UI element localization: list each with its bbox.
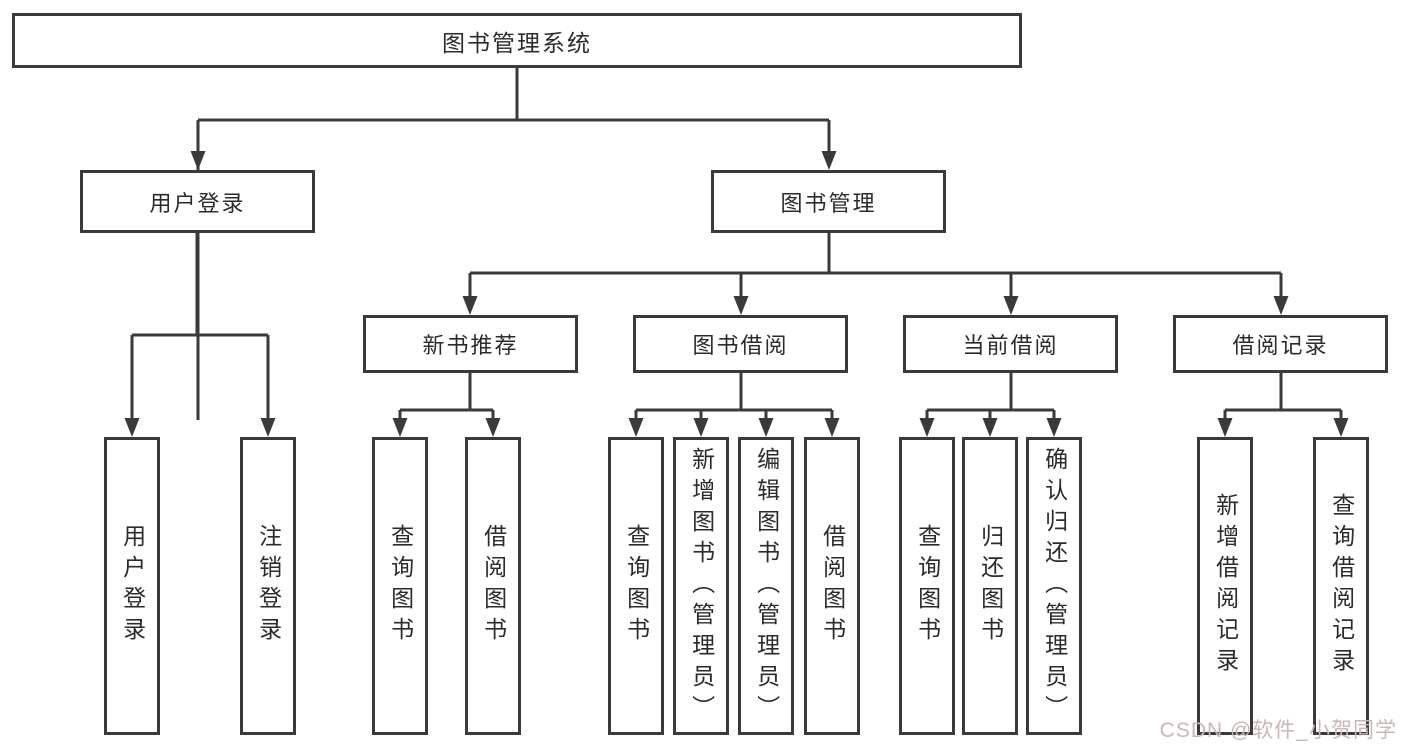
node-user-login: 用户登录 [80, 170, 315, 233]
leaf-logout: 注销登录 [240, 437, 296, 735]
node-new-book-recommendation: 新书推荐 [363, 315, 578, 373]
node-label: 注销登录 [255, 524, 282, 648]
node-book-borrowing: 图书借阅 [633, 315, 848, 373]
node-label: 借阅图书 [480, 524, 507, 648]
leaf-borrow-books-recommend: 借阅图书 [465, 437, 521, 735]
leaf-borrow-books: 借阅图书 [804, 437, 860, 735]
node-label: 用户登录 [119, 524, 146, 648]
node-library-management-system: 图书管理系统 [12, 13, 1022, 68]
node-label: 当前借阅 [962, 333, 1059, 358]
leaf-add-borrow-record: 新增借阅记录 [1197, 437, 1253, 735]
node-label: 查询图书 [623, 524, 650, 648]
node-borrow-records: 借阅记录 [1173, 315, 1388, 373]
node-book-management: 图书管理 [711, 170, 946, 233]
leaf-query-books-recommend: 查询图书 [372, 437, 428, 735]
csdn-watermark: CSDN @软件_小贺同学 [1159, 719, 1397, 742]
node-label: 图书管理 [780, 190, 877, 216]
node-label: 图书借阅 [692, 333, 789, 358]
node-label: 确认归还（管理员） [1041, 446, 1068, 726]
node-label: 查询图书 [914, 524, 941, 648]
node-label: 用户登录 [149, 190, 246, 216]
leaf-confirm-return-admin: 确认归还（管理员） [1026, 437, 1082, 735]
node-label: 借阅图书 [819, 524, 846, 648]
node-label: 编辑图书（管理员） [753, 446, 780, 726]
node-current-borrowing: 当前借阅 [903, 315, 1118, 373]
leaf-add-book-admin: 新增图书（管理员） [673, 437, 729, 735]
node-label: 新增借阅记录 [1212, 493, 1239, 679]
node-label: 查询借阅记录 [1328, 493, 1355, 679]
node-label: 新书推荐 [422, 333, 519, 358]
leaf-edit-book-admin: 编辑图书（管理员） [738, 437, 794, 735]
leaf-user-login: 用户登录 [104, 437, 160, 735]
leaf-query-books-borrow: 查询图书 [608, 437, 664, 735]
leaf-return-books: 归还图书 [962, 437, 1018, 735]
leaf-query-borrow-record: 查询借阅记录 [1313, 437, 1369, 735]
node-label: 归还图书 [977, 524, 1004, 648]
node-label: 查询图书 [387, 524, 414, 648]
leaf-query-books-current: 查询图书 [899, 437, 955, 735]
node-label: 借阅记录 [1232, 333, 1329, 358]
node-label: 新增图书（管理员） [688, 446, 715, 726]
node-label: 图书管理系统 [442, 29, 592, 56]
